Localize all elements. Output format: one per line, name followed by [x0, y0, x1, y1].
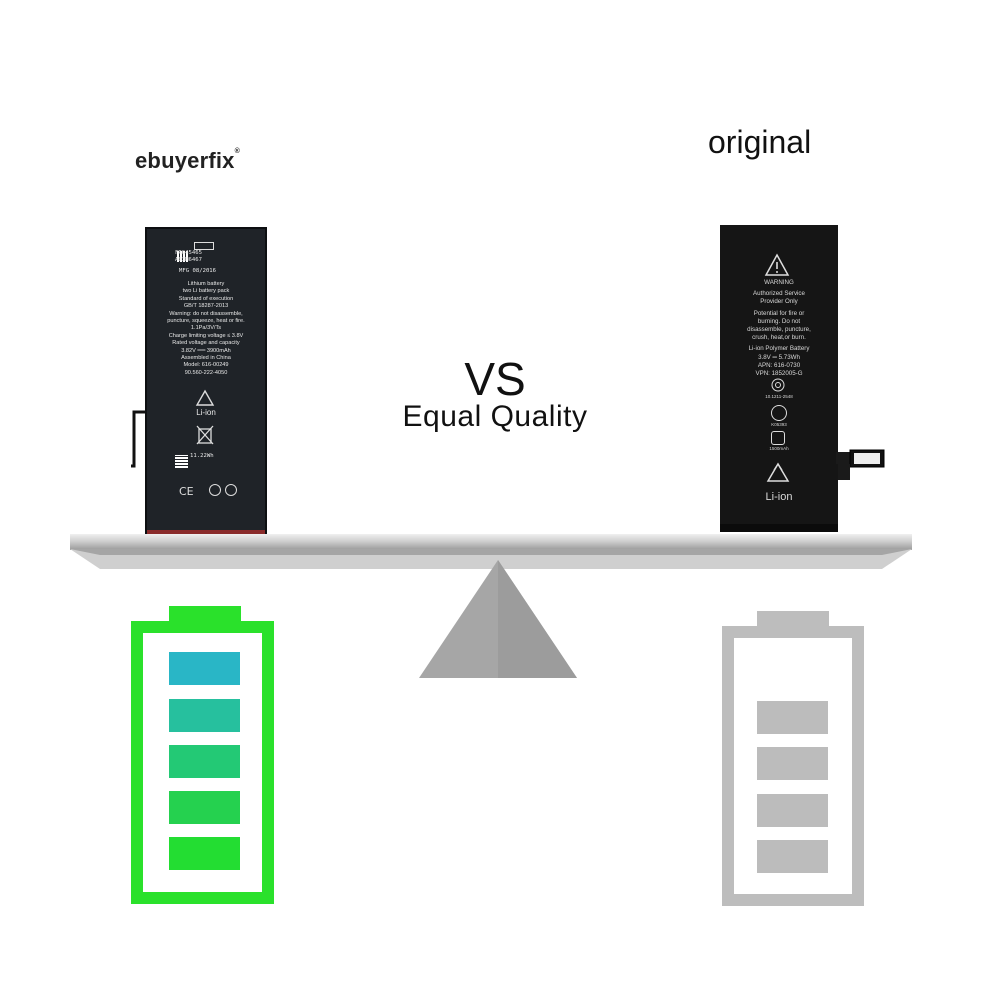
seesaw-beam-shadow: [70, 549, 912, 569]
spec-line: puncture, squeeze, heat or fire.: [167, 318, 245, 325]
spec-line: Rated voltage and capacity: [172, 340, 240, 347]
crossed-bin-icon: [195, 424, 215, 446]
spec-line: APN: 616-0730: [757, 361, 801, 369]
left-level-segment: [169, 745, 240, 778]
spec-line: Potential for fire or: [753, 309, 805, 317]
spec-line: Warning: do not disassemble,: [169, 310, 243, 317]
li-ion-label: Li-ion: [765, 491, 793, 503]
spec-line: Provider Only: [760, 298, 798, 306]
battery-edge-strip: [147, 530, 265, 534]
equal-quality-subtitle: Equal Quality: [402, 400, 588, 433]
left-level-segment: [169, 699, 240, 732]
spec-line: 3.82V ══ 3900mAh: [181, 347, 231, 354]
left-level-segment: [169, 652, 240, 685]
spec-line: Li-ion Polymer Battery: [748, 345, 810, 353]
spec-line: 3.8V ═ 5.73Wh: [758, 353, 800, 361]
right-level-segment: [757, 794, 828, 827]
original-battery: WARNING Authorized Service Provider Only…: [720, 225, 838, 532]
spec-line: GB/T 18287-2013: [183, 303, 229, 310]
brand-ebuyerfix: ebuyerfix®: [135, 148, 240, 174]
spec-line: 1.1Pa/3V/Ts: [190, 325, 222, 332]
left-level-cap: [169, 606, 241, 622]
spec-line: Charge limiting voltage ≤ 3.8V: [168, 332, 244, 339]
spec-line: Authorized Service: [753, 290, 805, 298]
left-level-segment: [169, 791, 240, 824]
spec-line: VPN: 1852005-G: [755, 370, 803, 378]
battery-spec-text: Lithium battery two Li battery pack Stan…: [147, 281, 265, 377]
spec-line: Model: 616-00249: [183, 362, 229, 369]
spec-line: Assembled in China: [181, 355, 231, 362]
serial-1: FRG45465: [175, 250, 202, 256]
recycle-icon: [764, 461, 792, 487]
seesaw-fulcrum: [419, 560, 577, 678]
ce-mark-icon: CE: [179, 483, 239, 498]
qr-code-icon: [177, 251, 188, 262]
spec-line: two Li battery pack: [182, 288, 230, 295]
right-level-segment: [757, 840, 828, 873]
qr-code-icon: [175, 455, 188, 468]
right-battery-connector: [836, 442, 886, 482]
seesaw-beam: [70, 534, 912, 550]
spec-line: burning. Do not: [757, 317, 801, 325]
brand-original: original: [708, 124, 812, 160]
mfg-date: MFG 08/2016: [179, 268, 217, 274]
energy-rating: 11.22Wh: [190, 453, 214, 459]
right-level-segment: [757, 701, 828, 734]
model-code: K05393: [771, 422, 787, 427]
left-battery-flex-cable: [128, 408, 146, 468]
battery-edge-strip: [720, 524, 838, 532]
serial-2: A03M6467: [175, 257, 202, 263]
cert-code: 10.1211-2548: [765, 394, 793, 399]
spec-line: 90.560-222-4050: [184, 369, 228, 376]
spec-line: crush, heat,or burn.: [752, 334, 806, 342]
spec-line: Standard of execution: [178, 295, 234, 302]
cert-circle-icon: [771, 405, 787, 421]
warning-triangle-icon: [764, 253, 790, 277]
recycle-icon: [194, 389, 216, 409]
capacity-code: 1500mAh: [769, 446, 789, 451]
spec-line: WARNING: [764, 279, 794, 286]
left-level-segment: [169, 837, 240, 870]
brand-ebuyerfix-text: ebuyerfix: [135, 148, 235, 173]
ebuyerfix-battery: FRG45465 A03M6467 MFG 08/2016 Lithium ba…: [145, 227, 267, 536]
vs-heading: VS: [464, 353, 526, 405]
battery-warning-text: WARNING Authorized Service Provider Only…: [720, 279, 838, 378]
right-level-segment: [757, 747, 828, 780]
cert-square-icon: [771, 431, 785, 445]
spec-line: Lithium battery: [187, 281, 225, 287]
right-level-cap: [757, 611, 829, 627]
battery-connector-icon: [194, 242, 214, 250]
svg-text:CE: CE: [179, 485, 194, 497]
cert-mark-icon: [770, 377, 786, 393]
li-ion-label: Li-ion: [196, 408, 216, 417]
spec-line: disassemble, puncture,: [747, 326, 811, 334]
registered-mark: ®: [234, 148, 240, 155]
